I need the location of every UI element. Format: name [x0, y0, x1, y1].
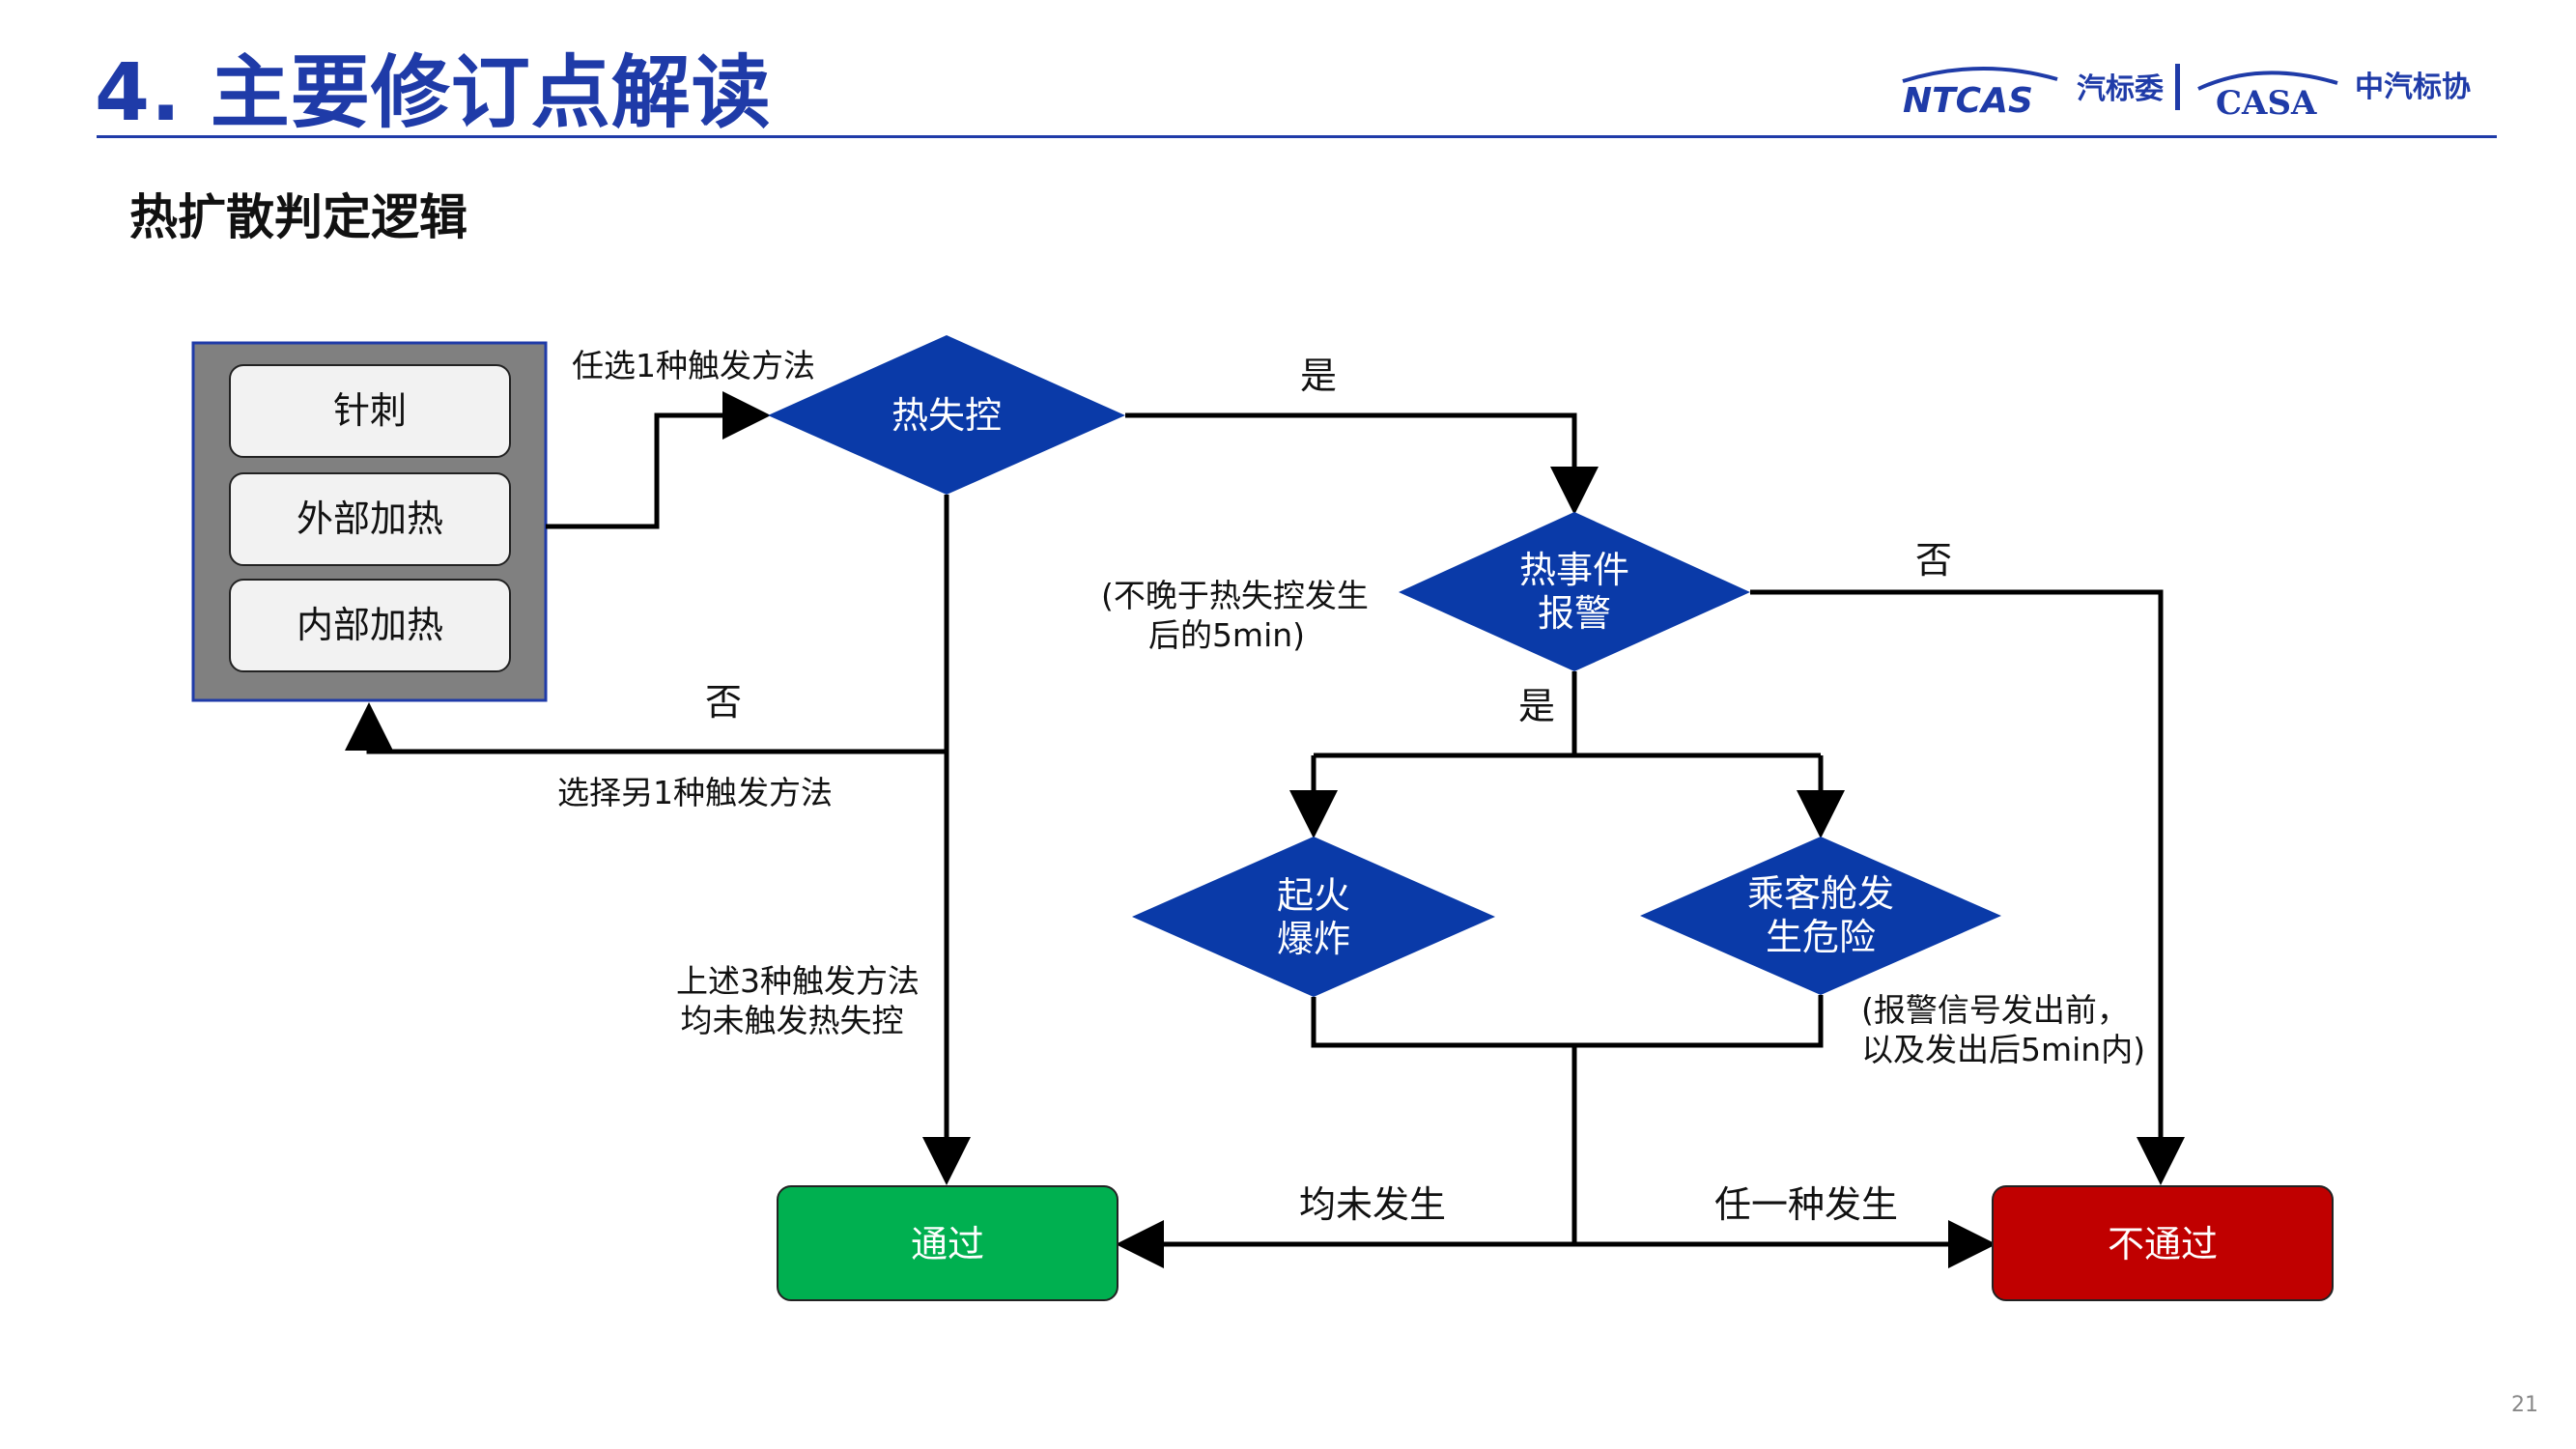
label-cabin-timing: (报警信号发出前， 以及发出后5min内) — [1861, 990, 2145, 1070]
decision-alarm-label-2: 报警 — [1538, 592, 1611, 635]
label-alarm-yes: 是 — [1518, 685, 1556, 727]
arrow-runaway-no-back — [345, 702, 947, 754]
casa-logo-icon: CASA — [2197, 71, 2338, 120]
decision-fire-explosion — [1132, 837, 1495, 997]
method-internal-heating-label: 内部加热 — [297, 604, 443, 646]
label-alarm-timing: (不晚于热失控发生 后的5min) — [1101, 576, 1369, 656]
method-nail-label: 针刺 — [333, 389, 407, 432]
ntcas-cn-label: 汽标委 — [2077, 72, 2164, 106]
decision-alarm — [1399, 512, 1750, 671]
arrow-alarm-no — [1750, 589, 2185, 1185]
label-alarm-no: 否 — [1915, 539, 1953, 582]
arrow-methods-to-runaway — [546, 391, 771, 529]
section-subtitle: 热扩散判定逻辑 — [129, 189, 467, 245]
label-runaway-yes: 是 — [1300, 355, 1338, 397]
label-cabin-timing-line1: (报警信号发出前， — [1861, 991, 2129, 1029]
decision-cabin-hazard — [1640, 837, 2001, 995]
label-none-triggered: 上述3种触发方法 均未触发热失控 — [676, 961, 920, 1041]
decision-cabin-label-2: 生危险 — [1766, 916, 1876, 958]
label-cabin-timing-line2: 以及发出后5min内) — [1861, 1031, 2146, 1069]
logo-divider — [2175, 64, 2180, 110]
result-pass-label: 通过 — [911, 1223, 984, 1265]
casa-cn-label: 中汽标协 — [2355, 71, 2471, 104]
decision-alarm-label-1: 热事件 — [1519, 549, 1629, 591]
method-box-external-heating — [229, 472, 511, 566]
label-select-one-method: 任选1种触发方法 — [572, 347, 815, 384]
decision-thermal-runaway-label: 热失控 — [892, 394, 1002, 437]
result-fail-box — [1992, 1185, 2334, 1301]
label-any-occurred: 任一种发生 — [1714, 1183, 1899, 1226]
casa-logo-text: CASA — [2216, 84, 2317, 120]
label-alarm-timing-line1: (不晚于热失控发生 — [1101, 577, 1369, 614]
result-fail-label: 不通过 — [2108, 1223, 2218, 1265]
method-external-heating-label: 外部加热 — [297, 497, 443, 540]
label-runaway-no: 否 — [705, 681, 743, 724]
method-box-nail — [229, 364, 511, 458]
decision-thermal-runaway — [768, 335, 1125, 495]
result-pass-box — [777, 1185, 1118, 1301]
arrow-runaway-yes — [1125, 412, 1599, 515]
ntcas-logo-icon: NTCAS — [1902, 66, 2058, 120]
page-number: 21 — [2511, 1393, 2538, 1417]
ntcas-logo-text: NTCAS — [1903, 81, 2033, 120]
label-none-triggered-line2: 均未触发热失控 — [680, 1002, 904, 1040]
decision-cabin-label-1: 乘客舱发 — [1747, 872, 1894, 915]
label-select-another-method: 选择另1种触发方法 — [557, 774, 833, 811]
page-title: 4. 主要修订点解读 — [95, 47, 772, 139]
decision-fire-label-2: 爆炸 — [1277, 918, 1350, 960]
decision-fire-label-1: 起火 — [1277, 874, 1350, 917]
label-alarm-timing-line2: 后的5min) — [1147, 616, 1306, 655]
line-merge — [1311, 995, 1824, 1048]
label-none-occurred: 均未发生 — [1299, 1183, 1447, 1226]
label-none-triggered-line1: 上述3种触发方法 — [676, 962, 920, 1000]
title-underline — [97, 135, 2497, 138]
method-box-internal-heating — [229, 579, 511, 672]
